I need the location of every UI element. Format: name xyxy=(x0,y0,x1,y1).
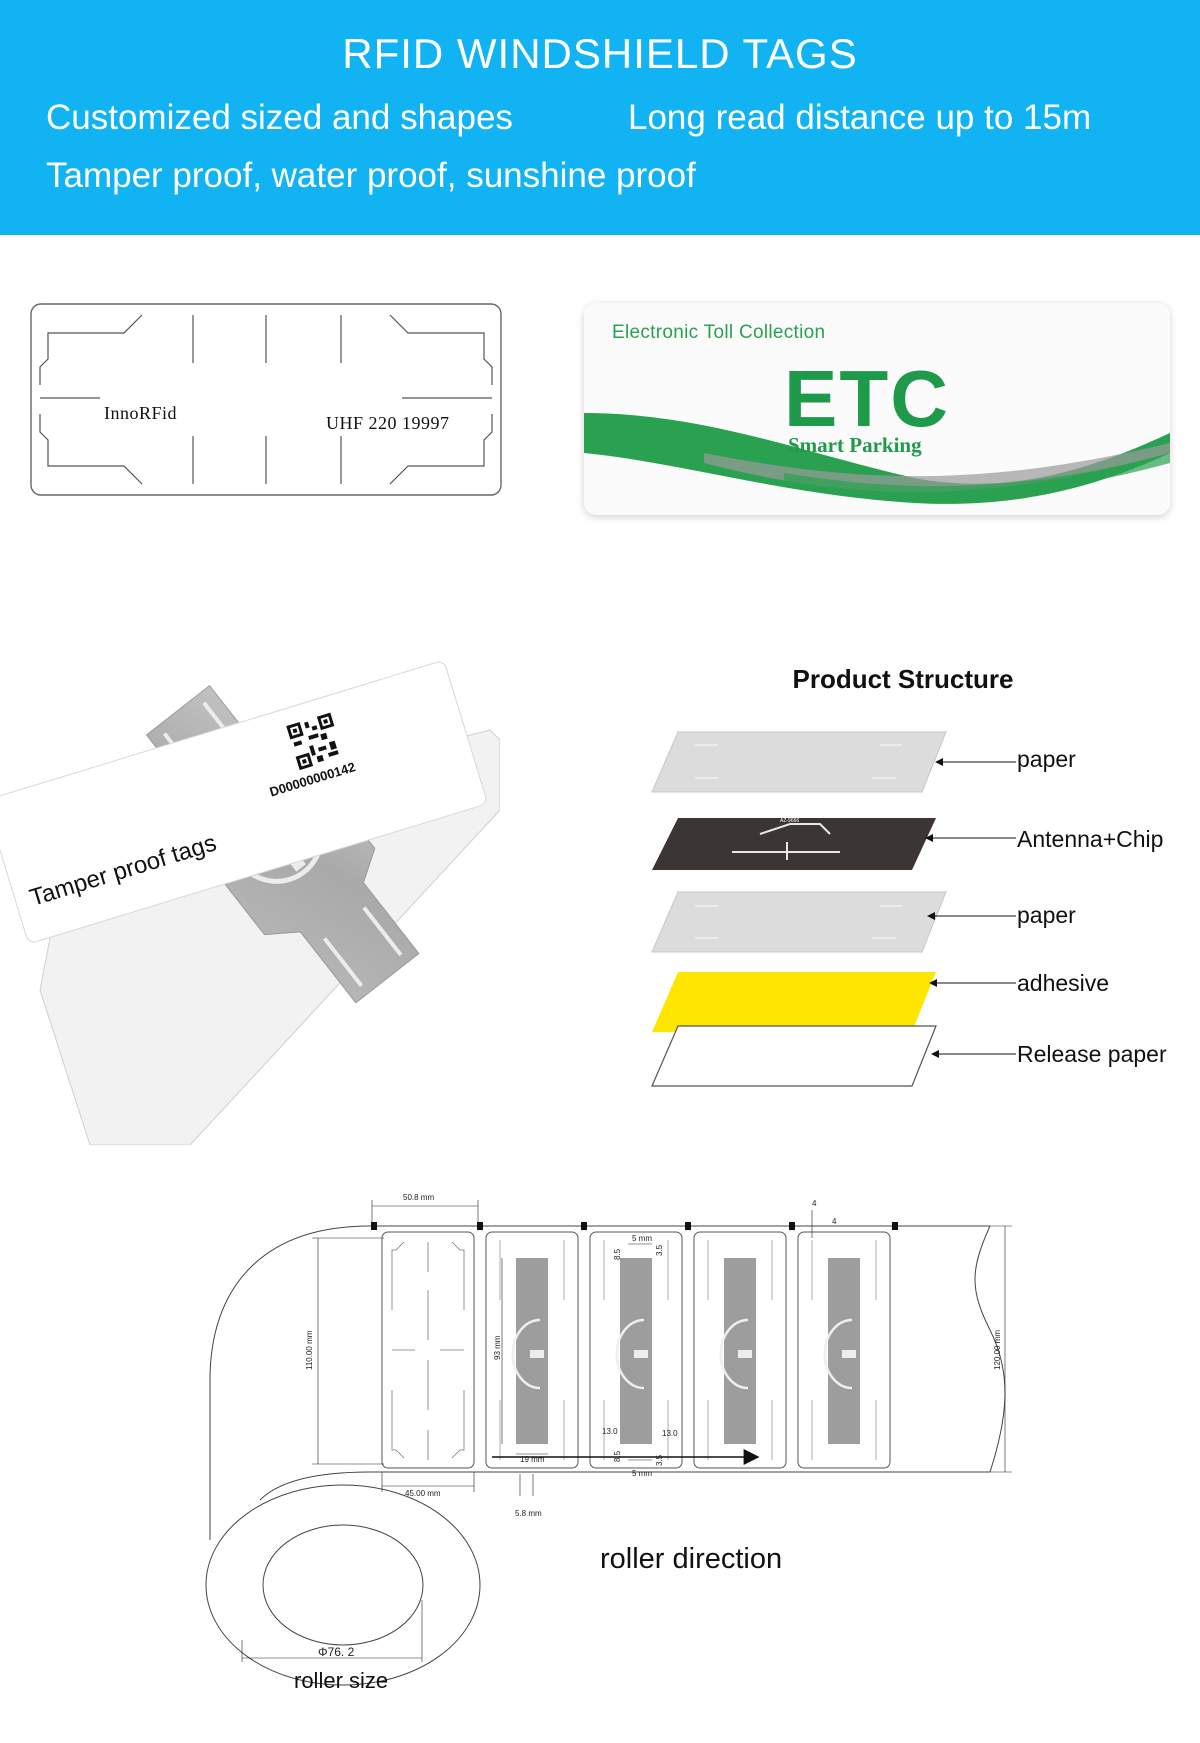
dim-gap: 5.8 mm xyxy=(515,1509,542,1518)
chip-text: AZ-9666 xyxy=(780,818,799,824)
layer-release-paper xyxy=(651,1025,937,1087)
dim-label-width: 45.00 mm xyxy=(405,1489,441,1498)
tamper-proof-photo: Tamper proof tags D00000000142 xyxy=(0,660,500,1145)
layer-antenna-chip xyxy=(652,818,936,870)
tamper-photo-svg: Tamper proof tags D00000000142 xyxy=(0,661,500,1145)
etc-card: Electronic Toll Collection ETC Smart Par… xyxy=(584,303,1170,515)
structure-layers: AZ-9666 xyxy=(651,731,1016,1087)
dim-inlay-width: 19 mm xyxy=(520,1455,545,1464)
roller-size-label: roller size xyxy=(294,1668,389,1693)
etc-subtitle: Electronic Toll Collection xyxy=(612,322,826,343)
dim-edge-a: 4 xyxy=(812,1199,817,1208)
dim-h-13-right: 13.0 xyxy=(662,1429,678,1438)
tag-outline-drawing: InnoRFid UHF 220 19997 xyxy=(30,303,502,496)
dim-core-diameter: Φ76. 2 xyxy=(318,1645,355,1659)
header-banner: RFID WINDSHIELD TAGS Customized sized an… xyxy=(0,0,1200,235)
dim-edge-b: 4 xyxy=(832,1217,837,1226)
dim-label-height: 110.00 mm xyxy=(305,1330,314,1370)
dim-web-height: 120.00 mm xyxy=(993,1330,1002,1370)
layer-label-paper-top: paper xyxy=(1017,746,1076,772)
dim-v-3-5-top: 3.5 xyxy=(655,1244,664,1256)
layer-paper-top xyxy=(651,731,947,793)
layer-paper-middle xyxy=(651,891,947,953)
page-title: RFID WINDSHIELD TAGS xyxy=(342,30,858,77)
tag-code-text: UHF 220 19997 xyxy=(326,413,450,433)
dim-inlay-length: 93 mm xyxy=(493,1335,502,1360)
dim-top-margin: 5 mm xyxy=(632,1234,652,1243)
feature-proofing: Tamper proof, water proof, sunshine proo… xyxy=(46,156,696,195)
etc-logo-text: ETC xyxy=(784,354,950,443)
layer-adhesive xyxy=(652,972,936,1032)
dim-h-13-left: 13.0 xyxy=(602,1427,618,1436)
dim-bottom-margin: 5 mm xyxy=(632,1469,652,1478)
layer-label-release-paper: Release paper xyxy=(1017,1041,1167,1067)
tag-outline-svg xyxy=(30,303,502,496)
layer-label-antenna-chip: Antenna+Chip xyxy=(1017,826,1164,852)
roller-direction-label: roller direction xyxy=(600,1543,783,1575)
dim-pitch: 50.8 mm xyxy=(403,1193,434,1202)
roll-dimension-drawing: 50.8 mm 110.00 mm 120.00 mm 45.00 mm 5.8… xyxy=(205,1193,1012,1686)
tag-brand-text: InnoRFid xyxy=(104,403,178,423)
etc-tagline: Smart Parking xyxy=(788,433,922,457)
structure-title: Product Structure xyxy=(792,664,1014,694)
layer-label-adhesive: adhesive xyxy=(1017,970,1110,996)
dim-v-8-5-bottom: 8.5 xyxy=(613,1450,622,1462)
dim-v-8-5-top: 8.5 xyxy=(613,1248,622,1260)
etc-wave-graphic xyxy=(584,413,1170,504)
feature-read-distance: Long read distance up to 15m xyxy=(628,98,1092,137)
layer-label-paper-middle: paper xyxy=(1017,902,1076,928)
feature-custom-shapes: Customized sized and shapes xyxy=(46,98,513,137)
dim-v-3-5-bottom: 3.5 xyxy=(655,1454,664,1466)
